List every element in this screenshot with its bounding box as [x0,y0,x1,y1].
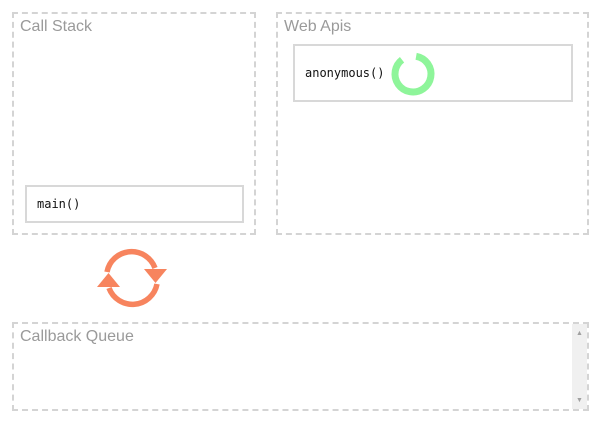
web-apis-panel: Web Apis anonymous() [276,12,589,235]
call-stack-title: Call Stack [20,18,93,35]
call-stack-frame: main() [25,185,244,223]
callback-queue-panel[interactable]: Callback Queue ▲ ▼ [12,322,589,411]
loading-spinner-icon [391,52,435,96]
call-stack-panel: Call Stack main() [12,12,256,235]
scroll-down-arrow-icon[interactable]: ▼ [576,396,583,404]
call-stack-frame-label: main() [37,197,81,211]
event-loop-cycle-icon [97,249,167,307]
web-apis-title: Web Apis [284,18,352,35]
web-api-task: anonymous() [293,44,573,102]
callback-queue-scrollbar[interactable]: ▲ ▼ [572,324,587,409]
web-api-task-label: anonymous() [305,66,385,80]
callback-queue-title: Callback Queue [20,328,134,345]
scroll-up-arrow-icon[interactable]: ▲ [576,329,583,337]
